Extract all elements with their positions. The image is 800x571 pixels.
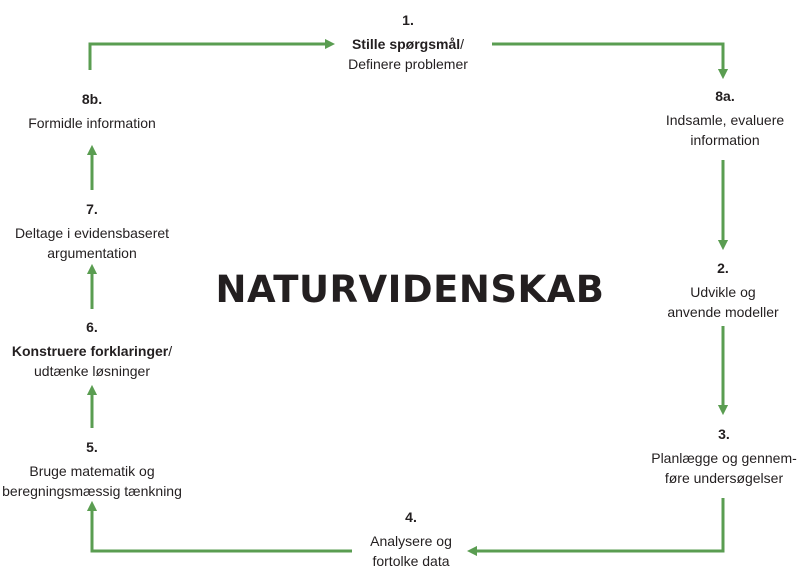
node-1: 1. Stille spørgsmål/ Definere problemer	[348, 10, 468, 74]
node-number: 1.	[402, 12, 414, 28]
node-label: beregningsmæssig tænkning	[2, 483, 182, 499]
node-number: 8a.	[715, 88, 735, 104]
node-6: 6. Konstruere forklaringer/ udtænke løsn…	[12, 317, 172, 381]
node-label-slash: /	[168, 343, 173, 359]
node-label: Deltage i evidensbaseret	[14, 225, 170, 241]
node-label: Definere problemer	[348, 56, 468, 72]
node-8a: 8a. Indsamle, evaluere information	[666, 86, 784, 150]
node-label: udtænke løsninger	[34, 363, 150, 379]
node-label-bold: Konstruere forklaringer	[11, 343, 169, 359]
node-2: 2. Udvikle og anvende modeller	[667, 258, 778, 322]
diagram-title: NATURVIDENSKAB	[215, 268, 605, 311]
node-number: 3.	[718, 426, 730, 442]
node-label: information	[690, 132, 760, 148]
node-7: 7. Deltage i evidensbaseret argumentatio…	[15, 199, 169, 263]
arrow-4-to-5	[86, 500, 352, 553]
node-number: 2.	[717, 260, 729, 276]
node-label-slash: /	[460, 36, 465, 52]
node-label: anvende modeller	[667, 304, 779, 320]
node-8b: 8b. Formidle information	[28, 89, 156, 133]
node-number: 7.	[86, 201, 98, 217]
node-label: Udvikle og	[690, 284, 756, 300]
node-number: 8b.	[81, 91, 103, 107]
node-label: Planlægge og gennem-	[651, 450, 797, 466]
node-label: føre undersøgelser	[664, 470, 784, 486]
node-label: Formidle information	[28, 115, 156, 131]
node-label: Analysere og	[370, 533, 452, 549]
node-label: fortolke data	[372, 553, 450, 569]
arrow-8b-to-1	[88, 38, 336, 70]
node-number: 6.	[86, 319, 98, 335]
node-4: 4. Analysere og fortolke data	[370, 507, 452, 571]
node-number: 5.	[86, 439, 98, 455]
node-label: argumentation	[47, 245, 137, 261]
arrow-1-to-8a	[492, 42, 729, 80]
node-label: Indsamle, evaluere	[665, 112, 785, 128]
arrow-3-to-4	[466, 498, 725, 557]
node-5: 5. Bruge matematik og beregningsmæssig t…	[2, 437, 182, 501]
node-number: 4.	[405, 509, 417, 525]
node-label: Bruge matematik og	[29, 463, 155, 479]
node-label-bold: Stille spørgsmål	[351, 36, 461, 52]
node-3: 3. Planlægge og gennem- føre undersøgels…	[651, 424, 797, 488]
